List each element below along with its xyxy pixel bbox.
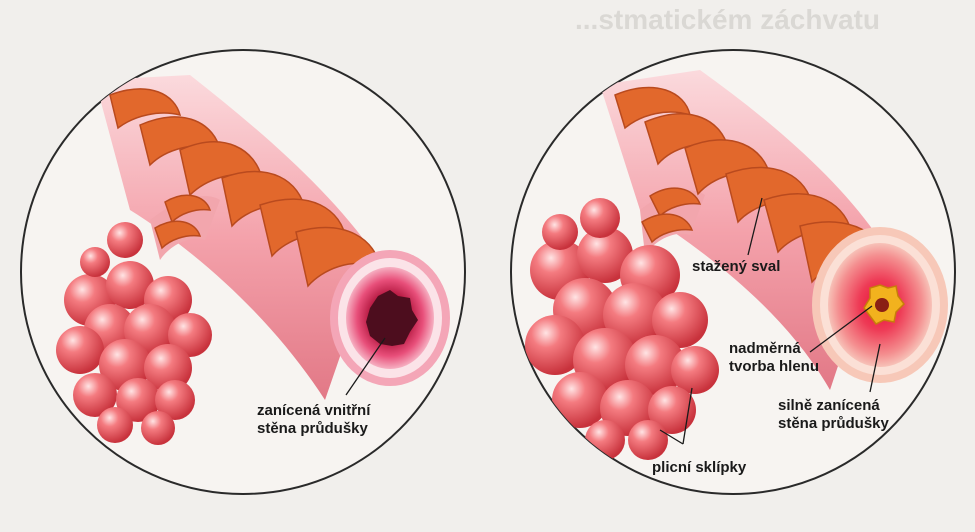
label-severe-line-2: stěna průdušky — [778, 415, 889, 433]
label-inflamed-inner-wall: zanícená vnitřní stěna průdušky — [257, 402, 370, 438]
label-inflamed-line-2: stěna průdušky — [257, 420, 370, 438]
left-cross-section — [330, 250, 450, 386]
label-excess-mucus: nadměrná tvorba hlenu — [729, 340, 819, 376]
label-mucus-line-2: tvorba hlenu — [729, 358, 819, 376]
label-severely-inflamed-wall: silně zanícená stěna průdušky — [778, 397, 889, 433]
label-contracted-muscle: stažený sval — [692, 258, 780, 276]
label-alveoli: plicní sklípky — [652, 459, 746, 477]
label-muscle-text: stažený sval — [692, 258, 780, 276]
right-cross-section — [812, 227, 948, 383]
label-severe-line-1: silně zanícená — [778, 397, 889, 415]
label-mucus-line-1: nadměrná — [729, 340, 819, 358]
label-alveoli-text: plicní sklípky — [652, 459, 746, 477]
left-panel — [21, 50, 465, 494]
label-inflamed-line-1: zanícená vnitřní — [257, 402, 370, 420]
